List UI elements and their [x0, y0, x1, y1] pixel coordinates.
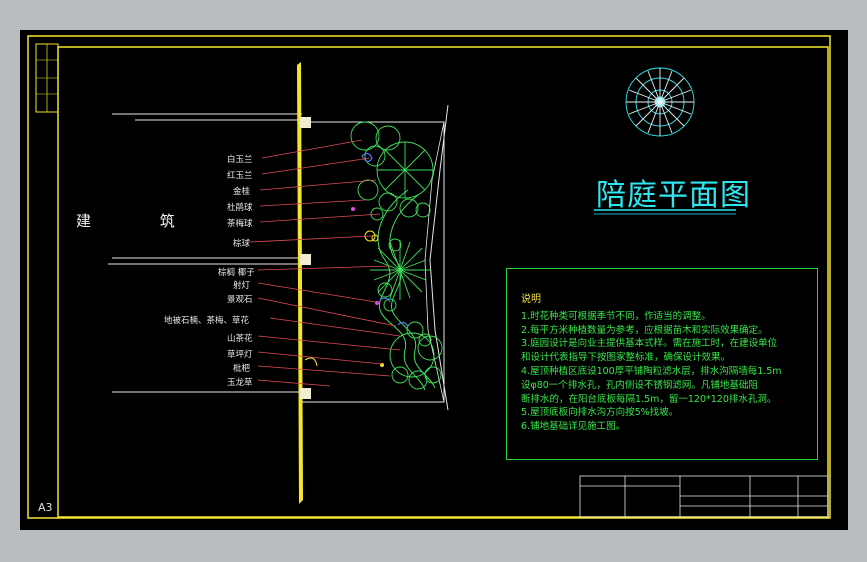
- note-line: 和设计代表指导下按图家整标准，确保设计效果。: [521, 352, 731, 364]
- plant-label: 玉龙草: [227, 378, 253, 388]
- note-line: 1.时花种类可根据季节不同，作适当的调整。: [521, 310, 711, 322]
- plant-label: 草坪灯: [227, 350, 253, 360]
- compass-rose: [625, 67, 695, 137]
- note-line: 3.庭园设计是向业主提供基本式样。需在施工时，在建设单位: [521, 338, 778, 350]
- leader-lines: [249, 139, 401, 387]
- building-axis: [297, 62, 303, 504]
- plant-label: 射灯: [233, 281, 251, 291]
- plant-label: 红玉兰: [227, 171, 253, 181]
- building-label: 建 筑: [76, 212, 207, 230]
- drawing-sheet: 建 筑 陪庭平面图 白玉兰 红玉兰 金桂 杜鹃球 茶梅球 棕球 棕榈 椰子 射灯…: [20, 30, 848, 530]
- note-line: 5.屋顶底板向排水沟方向按5%找坡。: [521, 407, 679, 419]
- note-line: 设φ80一个排水孔，孔内侧设不锈钢滤网。凡铺地基础阻: [521, 379, 758, 391]
- design-notes: 说明 1.时花种类可根据季节不同，作适当的调整。 2.每平方米种植数量为参考，应…: [506, 268, 818, 460]
- title-block: [579, 475, 829, 518]
- sheet-size: A3: [38, 501, 53, 514]
- plant-label: 地被石楠、茶梅、草花: [164, 316, 250, 326]
- note-line: 4.屋顶种植区底设100厚平铺陶粒滤水层，排水沟隔墙每1.5m: [521, 365, 782, 377]
- plant-label: 枇杷: [233, 364, 251, 374]
- plant-label: 白玉兰: [227, 155, 253, 165]
- inner-frame: [57, 46, 829, 518]
- plant-label: 杜鹃球: [227, 203, 253, 213]
- garden-path: [377, 189, 426, 391]
- palm-symbol: [370, 240, 430, 300]
- note-line: 2.每平方米种植数量为参考，应根据苗木和实际效果确定。: [521, 324, 768, 336]
- outer-frame: [27, 35, 831, 519]
- plant-label: 景观石: [227, 295, 253, 305]
- plant-label: 棕球: [233, 239, 251, 249]
- note-line: 6.铺地基础详见施工图。: [521, 421, 626, 433]
- garden-boundary: [302, 121, 445, 403]
- plant-symbols: [350, 121, 443, 390]
- plant-label: 茶梅球: [227, 219, 253, 229]
- plant-label: 棕榈 椰子: [218, 268, 255, 278]
- plant-label: 金桂: [233, 187, 251, 197]
- plant-label: 山茶花: [227, 334, 253, 344]
- drawing-title: 陪庭平面图: [596, 178, 751, 213]
- cad-drawing: [27, 35, 831, 519]
- note-line: 断排水的，在阳台底板每隔1.5m，留一120*120排水孔洞。: [521, 393, 777, 405]
- notes-heading: 说明: [521, 294, 541, 305]
